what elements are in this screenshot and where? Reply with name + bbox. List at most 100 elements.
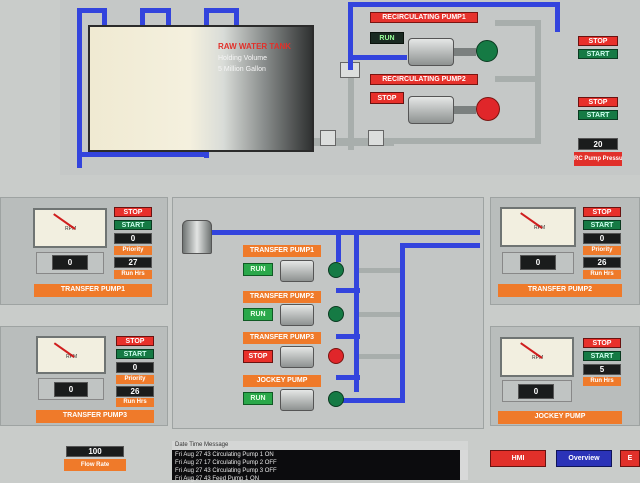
gauge-rpm-label: RPM: [532, 355, 544, 361]
tp3-stop-button[interactable]: STOP: [116, 336, 154, 346]
tp3-title: TRANSFER PUMP3: [36, 410, 154, 423]
overview-button[interactable]: Overview: [556, 450, 612, 467]
recirc-feed-pipe: [352, 55, 407, 60]
tank-title: RAW WATER TANK: [218, 42, 292, 51]
grey-pipe-vertical: [348, 65, 354, 150]
motor-icon: [280, 346, 314, 368]
event-log-header: Date Time Message: [172, 441, 468, 450]
suction-tank-icon: [182, 220, 212, 254]
flow-rate-value: 100: [66, 446, 124, 457]
jockey-title: JOCKEY PUMP: [498, 411, 622, 424]
tp1-value: 0: [114, 233, 152, 244]
recirc-bottom-pipe: [394, 138, 541, 144]
tp3-value: 0: [116, 362, 154, 373]
recirc-main-pipe: [348, 2, 353, 70]
tp2-priority-label: Priority: [583, 246, 621, 255]
exit-button[interactable]: E: [620, 450, 640, 467]
pump-icon: [328, 262, 344, 278]
recirc-pump2-stop-button[interactable]: STOP: [578, 97, 618, 107]
tp3-priority: 26: [116, 386, 154, 397]
tank-bottom-pipe: [77, 152, 209, 157]
motor-icon: [408, 38, 454, 66]
shaft: [454, 106, 476, 114]
recirc-pump1-label: RECIRCULATING PUMP1: [370, 12, 478, 23]
log-row: Fri Aug 27 43 Feed Pump 1 ON: [175, 476, 260, 482]
center-pump2-label: TRANSFER PUMP2: [243, 291, 321, 303]
rpm-gauge-icon: RPM: [500, 207, 576, 247]
tp3-priority-label: Priority: [116, 375, 154, 384]
tp2-start-button[interactable]: START: [583, 220, 621, 230]
log-row: Fri Aug 27 43 Circulating Pump 3 OFF: [175, 468, 277, 474]
rc-pressure-label: RC Pump Pressure Bar: [574, 152, 622, 166]
rpm-gauge-icon: RPM: [33, 208, 107, 248]
recirc-pump1-stop-button[interactable]: STOP: [578, 36, 618, 46]
gauge-needle: [53, 342, 75, 358]
pump-icon: [476, 40, 498, 62]
recirc-return-pipe-2: [495, 76, 540, 82]
tank-desc-2: 5 Million Gallon: [218, 66, 266, 73]
tp1-reading: 0: [52, 255, 88, 270]
center-bottom-pipe: [336, 398, 405, 403]
recirc-pump2-status[interactable]: STOP: [370, 92, 404, 104]
hmi-button[interactable]: HMI: [490, 450, 546, 467]
jockey-start-button[interactable]: START: [583, 351, 621, 361]
tp2-stop-button[interactable]: STOP: [583, 207, 621, 217]
tp1-start-button[interactable]: START: [114, 220, 152, 230]
recirc-pump2-start-button[interactable]: START: [578, 110, 618, 120]
recirc-pump1-start-button[interactable]: START: [578, 49, 618, 59]
recirc-right-pipe: [555, 2, 560, 32]
center-header-pipe: [212, 230, 480, 235]
center-vertical-2: [354, 232, 359, 392]
tank-inlet-pipe-1: [77, 8, 82, 168]
log-row: Fri Aug 27 17 Circulating Pump 2 OFF: [175, 460, 277, 466]
center-cross-3: [359, 354, 400, 359]
tp1-stop-button[interactable]: STOP: [114, 207, 152, 217]
rpm-gauge-icon: RPM: [500, 337, 574, 377]
tp1-run-hrs: Run Hrs: [114, 270, 152, 279]
tp3-start-button[interactable]: START: [116, 349, 154, 359]
tank-inlet-pipe-3: [204, 8, 238, 13]
valve-icon: [368, 130, 384, 146]
tp2-reading: 0: [520, 255, 556, 270]
flow-rate-label: Flow Rate: [64, 459, 126, 471]
tp3-run-hrs: Run Hrs: [116, 398, 154, 407]
gauge-needle: [520, 212, 543, 229]
pump-icon: [328, 391, 344, 407]
pump-icon: [328, 306, 344, 322]
jockey-reading: 0: [518, 384, 554, 399]
tp1-title: TRANSFER PUMP1: [34, 284, 152, 297]
tp3-reading: 0: [54, 382, 88, 397]
gauge-rpm-label: RPM: [65, 226, 77, 232]
tank-inlet-pipe-1-top: [77, 8, 107, 13]
recirc-pump2-label: RECIRCULATING PUMP2: [370, 74, 478, 85]
pump-icon: [476, 97, 500, 121]
tp2-value: 0: [583, 233, 621, 244]
center-branch-4: [336, 375, 360, 380]
center-vertical-1: [336, 232, 341, 262]
motor-icon: [280, 260, 314, 282]
center-pump3-status[interactable]: STOP: [243, 350, 273, 363]
event-log[interactable]: Fri Aug 27 43 Circulating Pump 1 ON Fri …: [172, 450, 468, 482]
tank-inlet-pipe-3b: [234, 8, 239, 30]
raw-water-tank: [88, 25, 314, 152]
grey-pipe-horizontal: [314, 138, 394, 146]
recirc-top-pipe: [348, 2, 558, 7]
center-pump4-status[interactable]: RUN: [243, 392, 273, 405]
rpm-gauge-icon: RPM: [36, 336, 106, 374]
shaft: [454, 48, 476, 56]
center-branch-2: [336, 288, 360, 293]
jockey-value: 5: [583, 364, 621, 375]
rc-pressure-value: 20: [578, 138, 618, 150]
log-scrollbar[interactable]: [460, 450, 468, 480]
tp1-priority-label: Priority: [114, 246, 152, 255]
center-pump2-status[interactable]: RUN: [243, 308, 273, 321]
center-pump1-label: TRANSFER PUMP1: [243, 245, 321, 257]
center-pump3-label: TRANSFER PUMP3: [243, 332, 321, 344]
motor-icon: [280, 304, 314, 326]
tp2-priority: 26: [583, 257, 621, 268]
center-branch-right: [400, 243, 480, 248]
center-pump1-status[interactable]: RUN: [243, 263, 273, 276]
jockey-stop-button[interactable]: STOP: [583, 338, 621, 348]
valve-icon: [320, 130, 336, 146]
recirc-pump1-status[interactable]: RUN: [370, 32, 404, 44]
